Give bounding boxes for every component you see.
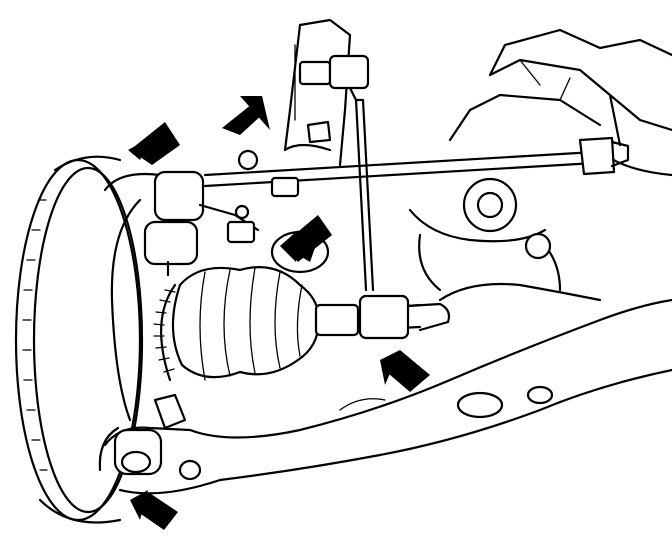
body-crossmember xyxy=(448,28,672,177)
strut-mount xyxy=(283,18,352,167)
arrow-lower-arm-icon xyxy=(138,492,178,530)
arrow-knuckle-head-icon xyxy=(128,138,150,160)
steering-knuckle xyxy=(103,170,330,422)
arrow-lower-arm-head-icon xyxy=(130,490,148,520)
lower-control-arm xyxy=(98,298,672,495)
brake-rotor xyxy=(14,155,144,524)
abs-tone-ring xyxy=(153,283,177,382)
drive-shaft xyxy=(356,282,602,340)
body-bushing xyxy=(408,177,562,292)
arrow-strut-bolt-head-icon xyxy=(240,96,270,130)
arrow-tie-rod-end-icon xyxy=(290,228,322,262)
indicator-arrows xyxy=(128,96,430,530)
arrow-shaft-joint-head-icon xyxy=(380,350,400,385)
cv-boot xyxy=(171,266,360,381)
arrow-knuckle-top-icon xyxy=(130,122,180,165)
arrow-link-bolt-head-icon xyxy=(280,230,298,262)
stabilizer-link xyxy=(298,54,375,292)
tie-rod xyxy=(203,136,630,198)
